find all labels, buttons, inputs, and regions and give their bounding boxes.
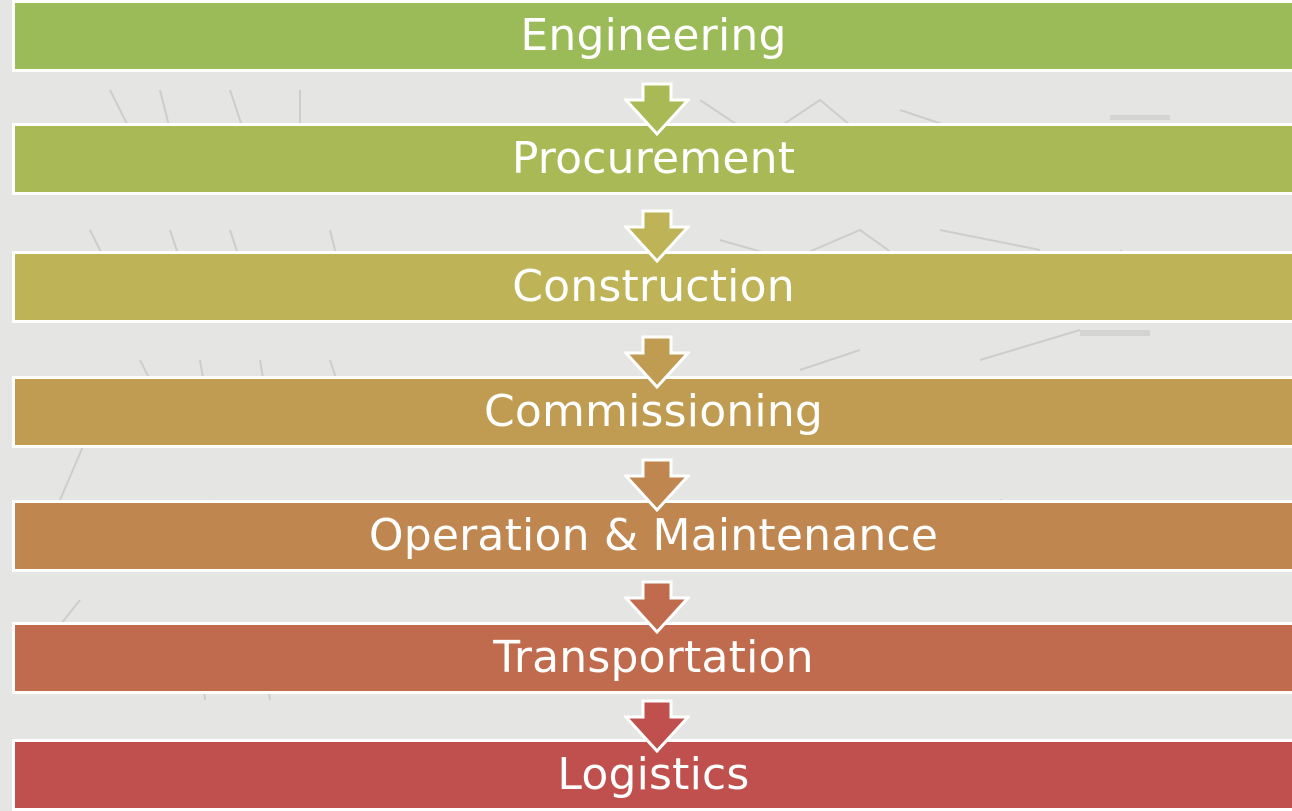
step-engineering: Engineering [12,0,1292,72]
step-operation-maintenance: Operation & Maintenance [12,500,1292,572]
step-construction: Construction [12,251,1292,323]
step-label: Commissioning [483,386,824,437]
step-label: Construction [512,261,795,312]
down-arrow-icon [624,458,690,512]
step-label: Operation & Maintenance [368,510,939,561]
down-arrow-icon [624,699,690,753]
down-arrow-icon [624,82,690,136]
step-label: Transportation [493,632,814,683]
down-arrow-icon [624,209,690,263]
down-arrow-icon [624,335,690,389]
step-label: Procurement [511,133,796,184]
down-arrow-icon [624,580,690,634]
step-procurement: Procurement [12,123,1292,195]
step-label: Logistics [557,749,750,800]
step-label: Engineering [520,10,787,61]
